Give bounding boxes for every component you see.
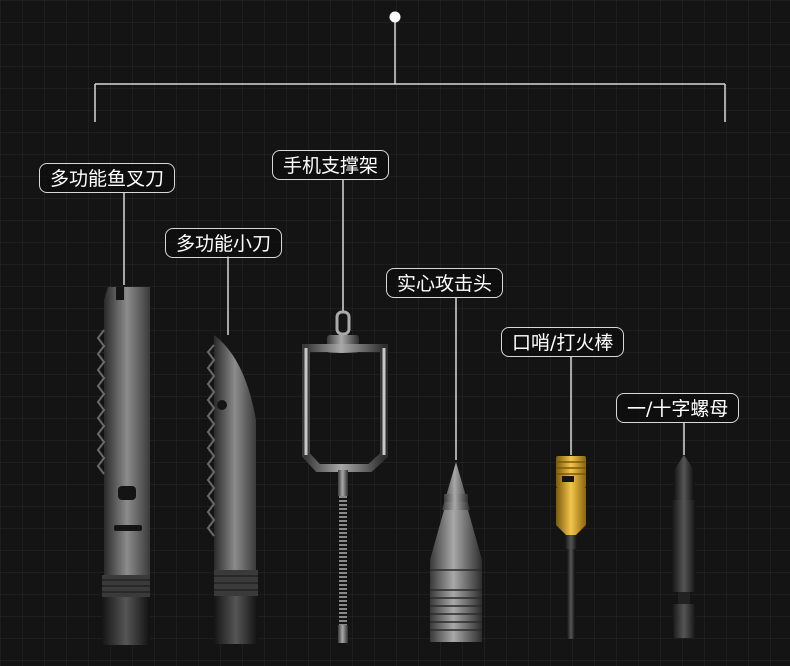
- screwdriver-bit-icon: [672, 455, 696, 638]
- label-whistle-fire-rod: 口哨/打火棒: [501, 327, 625, 357]
- attack-head-icon: [430, 462, 482, 642]
- label-attack-head: 实心攻击头: [386, 268, 504, 298]
- connector-lines: [94, 17, 726, 460]
- whistle-fire-rod-icon: [556, 456, 586, 639]
- top-dot: [389, 11, 401, 23]
- label-fish-knife: 多功能鱼叉刀: [39, 163, 176, 193]
- phone-holder-icon: [302, 310, 388, 643]
- small-knife-icon: [206, 335, 258, 644]
- fish-knife-icon: [96, 287, 150, 645]
- label-screwdriver: 一/十字螺母: [616, 393, 740, 423]
- label-phone-holder: 手机支撑架: [272, 150, 390, 180]
- label-small-knife: 多功能小刀: [165, 228, 283, 258]
